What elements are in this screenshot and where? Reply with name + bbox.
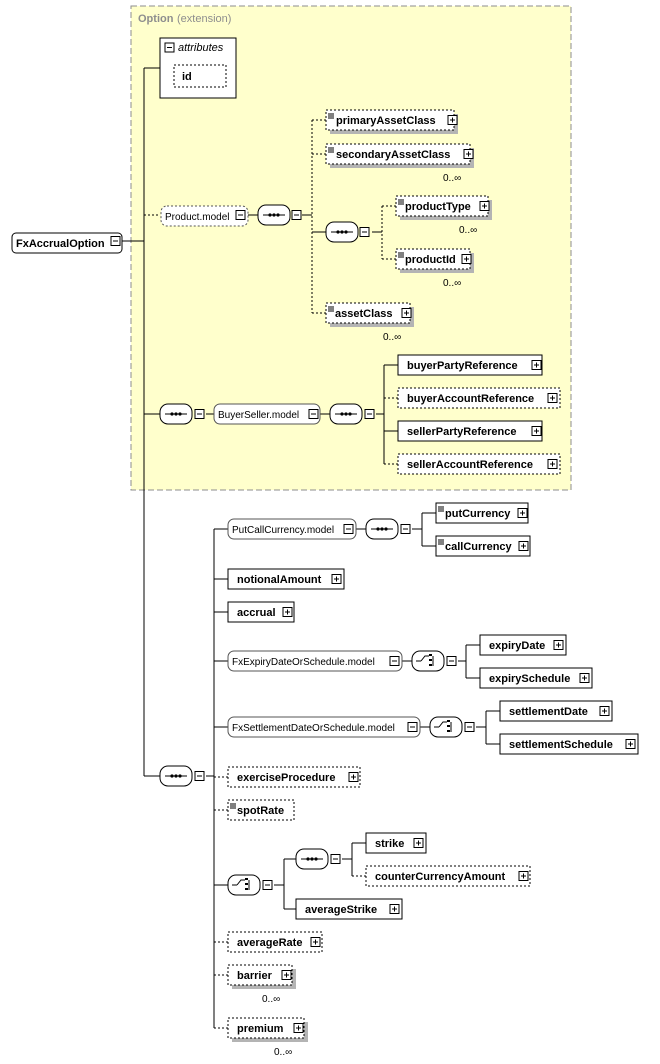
svg-text:secondaryAssetClass: secondaryAssetClass [336, 149, 450, 161]
extension-subtitle: (extension) [177, 13, 231, 25]
main-sequence-compositor[interactable] [159, 765, 205, 787]
element-notional-amount[interactable]: notionalAmount [227, 568, 345, 590]
svg-text:spotRate: spotRate [237, 805, 284, 817]
element-expiry-date[interactable]: expiryDate [479, 634, 567, 656]
root-element-label: FxAccrualOption [16, 238, 105, 250]
svg-text:putCurrency: putCurrency [445, 508, 511, 520]
svg-text:sellerPartyReference: sellerPartyReference [407, 426, 516, 438]
svg-text:FxExpiryDateOrSchedule.model: FxExpiryDateOrSchedule.model [232, 657, 375, 668]
asset-class-occurrence: 0..∞ [383, 332, 401, 343]
element-product-id[interactable]: productId [395, 248, 474, 273]
svg-text:buyerPartyReference: buyerPartyReference [407, 360, 518, 372]
buyer-seller-inner-sequence[interactable] [329, 403, 375, 425]
product-model-group[interactable]: Product.model [160, 205, 249, 227]
element-buyer-party-reference[interactable]: buyerPartyReference [397, 354, 543, 376]
element-primary-asset-class[interactable]: primaryAssetClass [325, 109, 458, 134]
element-accrual[interactable]: accrual [227, 601, 295, 623]
svg-text:buyerAccountReference: buyerAccountReference [407, 393, 534, 405]
svg-text:premium: premium [237, 1023, 284, 1035]
svg-text:strike: strike [375, 838, 404, 850]
svg-text:sellerAccountReference: sellerAccountReference [407, 459, 533, 471]
premium-occurrence: 0..∞ [274, 1047, 292, 1058]
element-secondary-asset-class[interactable]: secondaryAssetClass [325, 143, 474, 168]
attributes-collapse-icon[interactable] [164, 42, 175, 53]
element-call-currency[interactable]: callCurrency [435, 535, 531, 557]
svg-text:primaryAssetClass: primaryAssetClass [336, 115, 436, 127]
attributes-title: attributes [178, 42, 224, 54]
product-choice-compositor[interactable] [325, 221, 370, 243]
product-model-label: Product.model [165, 212, 229, 223]
element-barrier[interactable]: barrier [227, 964, 296, 989]
svg-text:averageRate: averageRate [237, 937, 302, 949]
element-spot-rate[interactable]: spotRate [227, 799, 295, 821]
element-settlement-date[interactable]: settlementDate [499, 700, 613, 722]
buyer-seller-sequence-compositor[interactable] [159, 403, 205, 425]
fx-expiry-model-group[interactable]: FxExpiryDateOrSchedule.model [227, 650, 403, 672]
connectors [122, 67, 500, 1029]
barrier-occurrence: 0..∞ [262, 994, 280, 1005]
put-call-currency-model-group[interactable]: PutCallCurrency.model [227, 518, 357, 540]
element-average-strike[interactable]: averageStrike [295, 898, 403, 920]
element-seller-account-reference[interactable]: sellerAccountReference [397, 453, 561, 475]
svg-text:PutCallCurrency.model: PutCallCurrency.model [232, 525, 334, 536]
svg-text:assetClass: assetClass [335, 308, 393, 320]
fx-settlement-model-group[interactable]: FxSettlementDateOrSchedule.model [227, 716, 421, 738]
strike-choice-compositor[interactable] [227, 874, 273, 896]
element-strike[interactable]: strike [365, 832, 427, 854]
product-type-occurrence: 0..∞ [459, 225, 477, 236]
svg-text:notionalAmount: notionalAmount [237, 574, 322, 586]
element-premium[interactable]: premium [227, 1017, 308, 1042]
element-exercise-procedure[interactable]: exerciseProcedure [227, 766, 361, 788]
product-id-occurrence: 0..∞ [443, 278, 461, 289]
element-average-rate[interactable]: averageRate [227, 931, 323, 953]
product-sequence-compositor[interactable] [257, 204, 302, 226]
svg-text:exerciseProcedure: exerciseProcedure [237, 772, 335, 784]
svg-text:FxSettlementDateOrSchedule.mod: FxSettlementDateOrSchedule.model [232, 723, 395, 734]
svg-text:barrier: barrier [237, 970, 273, 982]
svg-text:settlementDate: settlementDate [509, 706, 588, 718]
svg-text:averageStrike: averageStrike [305, 904, 377, 916]
attribute-id-label: id [182, 71, 192, 83]
svg-text:expirySchedule: expirySchedule [489, 673, 570, 685]
fx-expiry-choice-compositor[interactable] [411, 650, 457, 672]
svg-text:expiryDate: expiryDate [489, 640, 545, 652]
svg-text:productId: productId [405, 254, 456, 266]
element-expiry-schedule[interactable]: expirySchedule [479, 667, 593, 689]
svg-text:productType: productType [405, 201, 471, 213]
buyer-seller-model-label: BuyerSeller.model [218, 410, 299, 421]
buyer-seller-model-group[interactable]: BuyerSeller.model [213, 403, 321, 425]
svg-text:counterCurrencyAmount: counterCurrencyAmount [375, 871, 506, 883]
attribute-id-box[interactable] [173, 64, 227, 88]
element-buyer-account-reference[interactable]: buyerAccountReference [397, 387, 561, 409]
element-counter-currency-amount[interactable]: counterCurrencyAmount [365, 865, 531, 887]
put-call-sequence-compositor[interactable] [365, 518, 411, 540]
svg-text:settlementSchedule: settlementSchedule [509, 739, 613, 751]
svg-text:callCurrency: callCurrency [445, 541, 513, 553]
root-element[interactable]: FxAccrualOption [11, 232, 123, 254]
element-product-type[interactable]: productType [395, 195, 492, 220]
strike-sequence-compositor[interactable] [295, 848, 341, 870]
extension-title: Option [138, 13, 174, 25]
svg-text:accrual: accrual [237, 607, 276, 619]
fx-settlement-choice-compositor[interactable] [429, 716, 475, 738]
element-put-currency[interactable]: putCurrency [435, 502, 529, 524]
element-seller-party-reference[interactable]: sellerPartyReference [397, 420, 543, 442]
element-asset-class[interactable]: assetClass [325, 302, 414, 327]
element-settlement-schedule[interactable]: settlementSchedule [499, 733, 639, 755]
secondary-asset-class-occurrence: 0..∞ [443, 173, 461, 184]
